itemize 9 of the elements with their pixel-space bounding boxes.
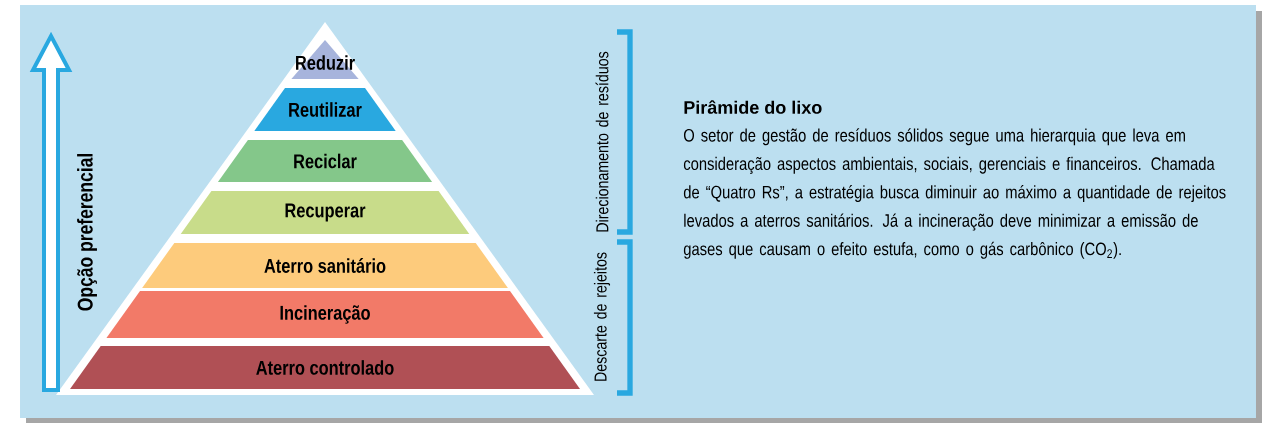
axis-label: Opção preferencial xyxy=(77,154,97,311)
pyramid-level: Recuperar xyxy=(180,191,470,234)
bracket-label: Direcionamento de resíduos xyxy=(595,51,609,232)
bracket-label: Descarte de rejeitos xyxy=(593,252,611,381)
pyramid-level: Reduzir xyxy=(291,40,359,79)
description-text: O setor de gestão de resíduos sólidos segue uma hierarquia que leva em consideração aspectos ambientais, sociais, gerenciais e financeiros. Chamada de “Quatro Rs”, a estratégia busca diminuir ao máximo a quantidade de rejeitos levados a aterros sanitários. Já a incineração deve minimizar a emissão de gases que causam o efeito estufa, como o gás carbônico (CO$_{2}$). xyxy=(683,128,1226,259)
heading: Pirâmide do lixo xyxy=(684,100,822,114)
pyramid-level: Reciclar xyxy=(217,140,433,182)
pyramid-level: Reutilizar xyxy=(254,88,396,131)
